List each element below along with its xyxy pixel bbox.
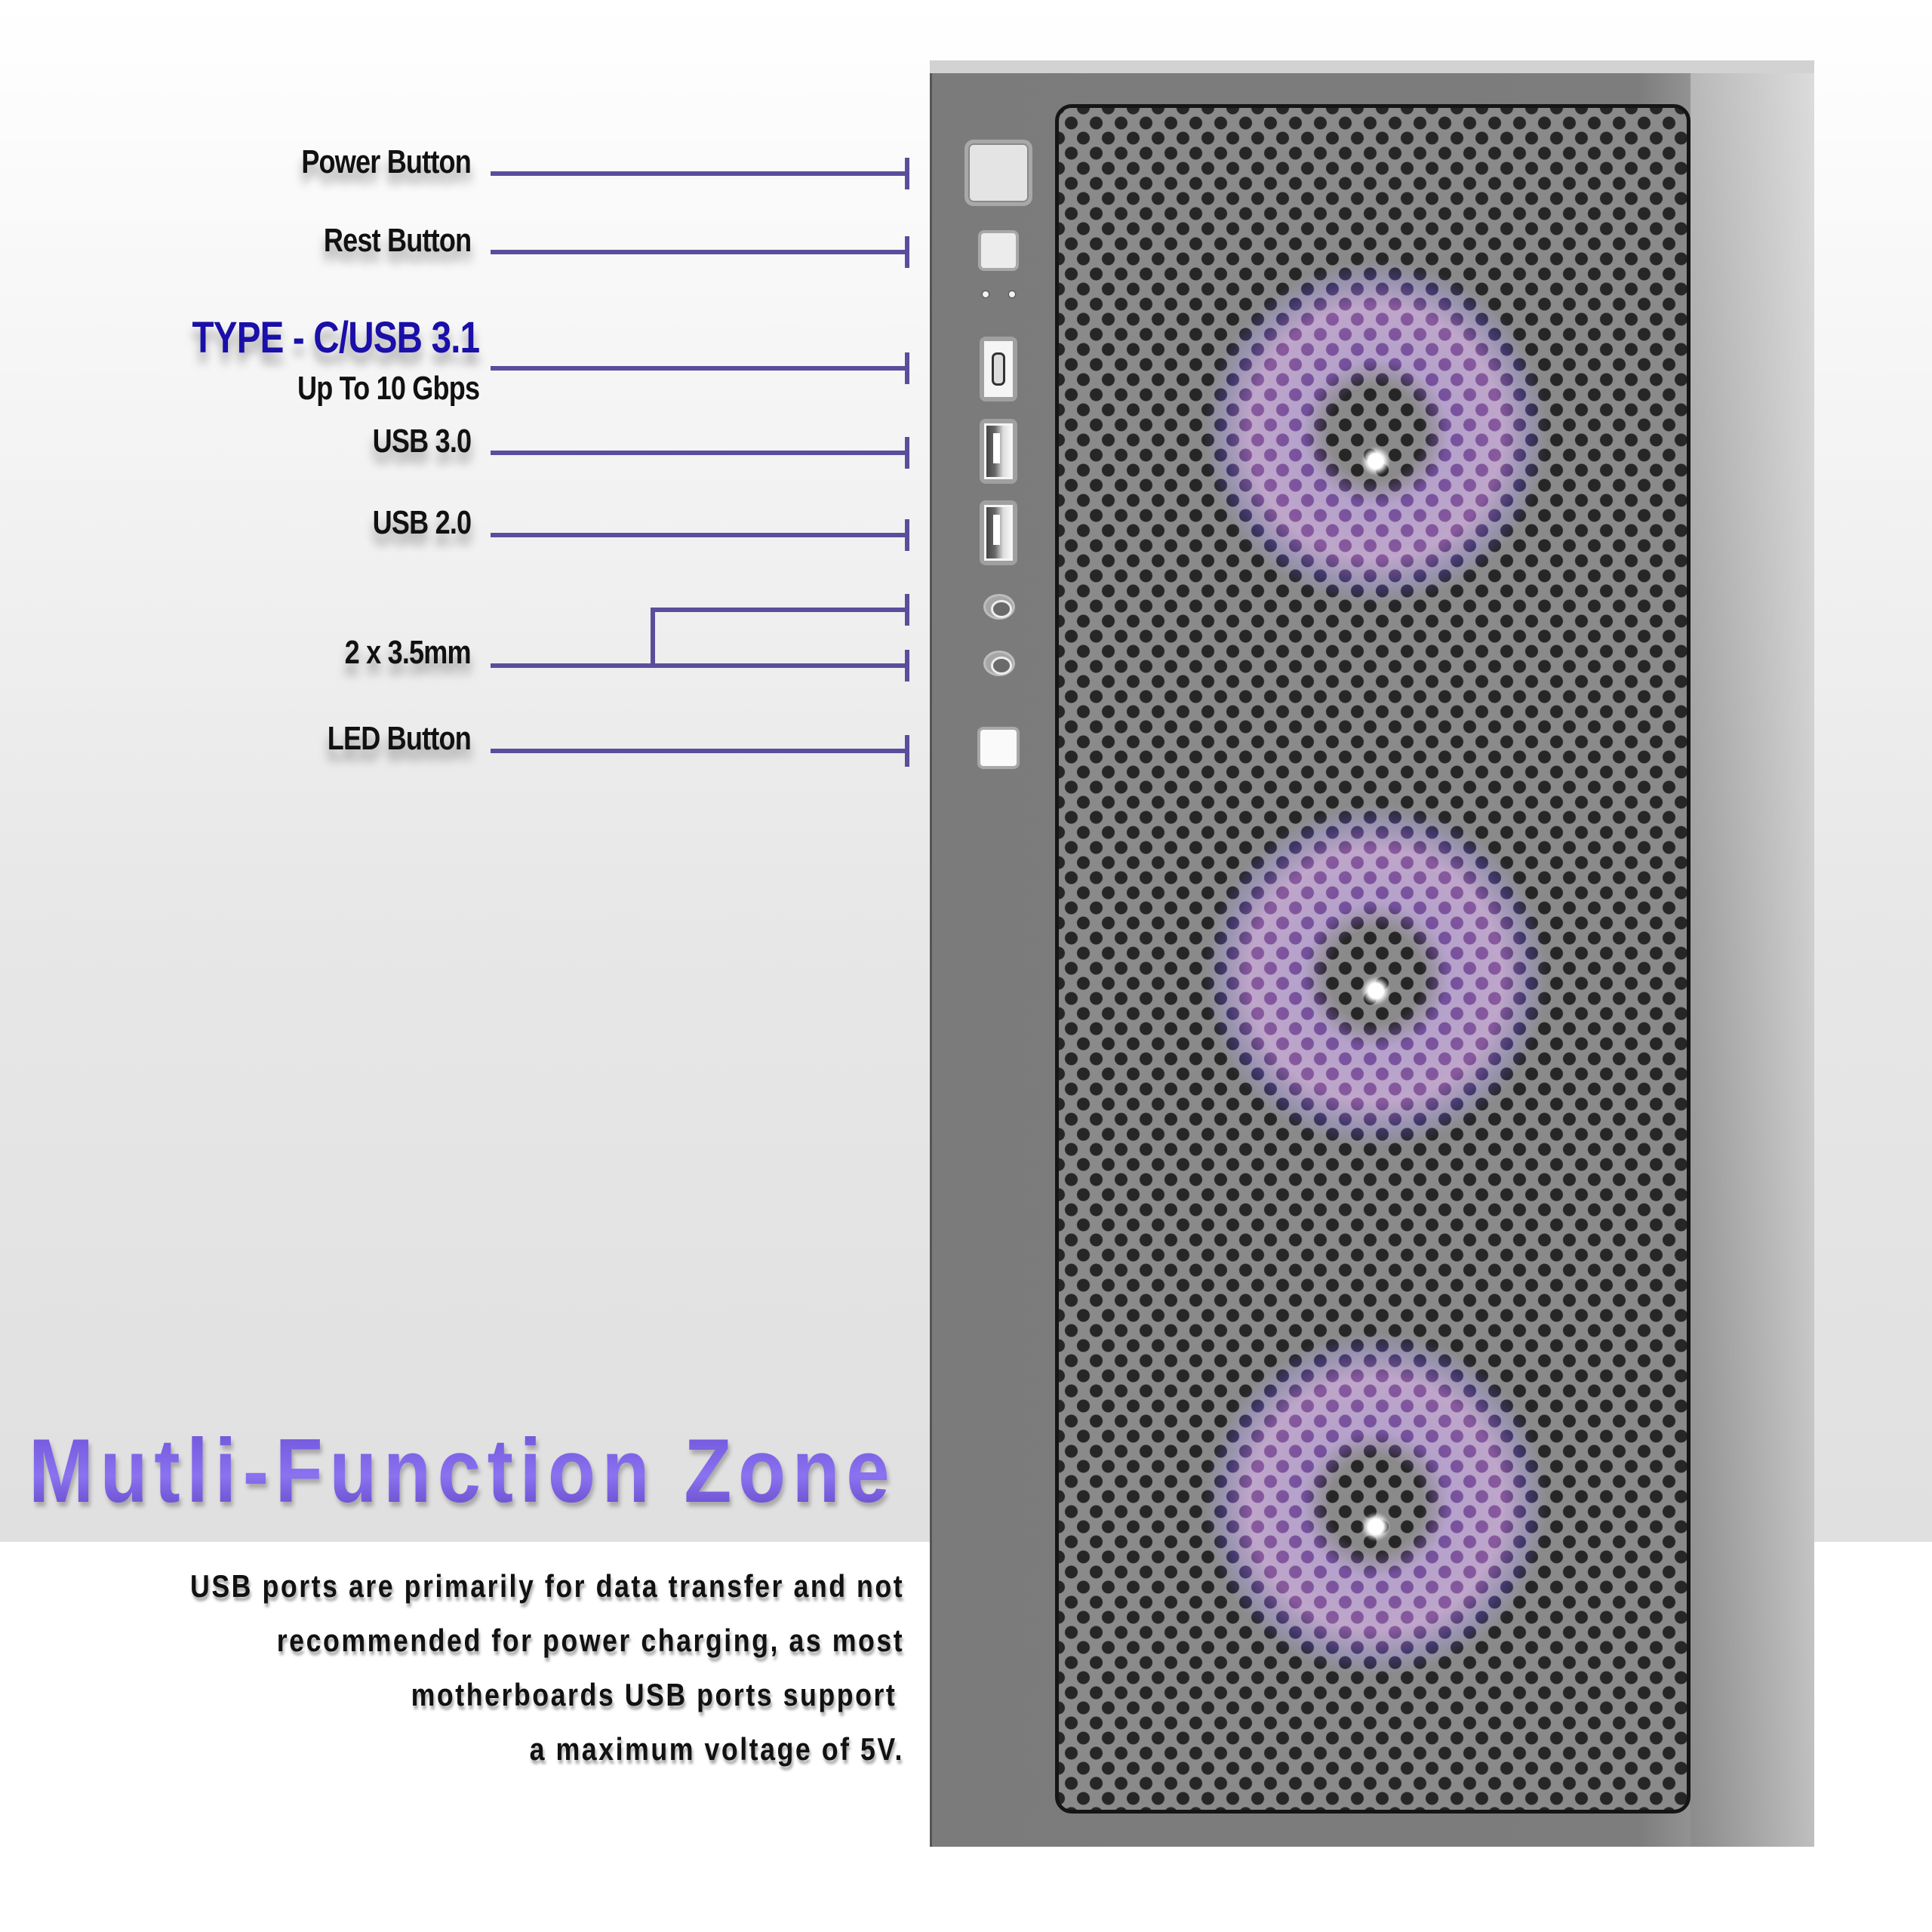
power-button[interactable] bbox=[964, 140, 1032, 206]
fan-3-rgb-glow bbox=[1142, 1270, 1610, 1738]
label-usb-30: USB 3.0 bbox=[372, 423, 471, 460]
case-side-highlight bbox=[1690, 73, 1814, 1847]
label-type-c-speed: Up To 10 Gbps bbox=[297, 370, 480, 407]
description-line-3: motherboards USB ports support bbox=[411, 1677, 897, 1712]
label-audio-jacks: 2 x 3.5mm bbox=[344, 634, 472, 671]
description-line-4: a maximum voltage of 5V. bbox=[529, 1731, 904, 1767]
fan-1-hub-icon bbox=[1361, 446, 1391, 476]
led-button[interactable] bbox=[977, 727, 1020, 769]
case-top-edge bbox=[930, 60, 1814, 74]
fan-3-hub-icon bbox=[1361, 1512, 1391, 1542]
hdd-led-icon bbox=[1009, 291, 1015, 297]
description-line-2: recommended for power charging, as most bbox=[276, 1623, 904, 1658]
usb-c-slot-icon bbox=[992, 352, 1005, 386]
usb-3-port[interactable] bbox=[980, 419, 1017, 484]
power-led-icon bbox=[983, 291, 989, 297]
reset-button[interactable] bbox=[978, 230, 1019, 271]
label-usb-20: USB 2.0 bbox=[372, 504, 471, 541]
page-title: Mutli-Function Zone bbox=[29, 1420, 897, 1521]
usb-type-c-port[interactable] bbox=[980, 337, 1017, 401]
label-type-c: TYPE - C/USB 3.1 bbox=[192, 313, 479, 362]
fan-1-rgb-glow bbox=[1142, 198, 1610, 666]
label-power-button: Power Button bbox=[301, 143, 471, 180]
description-line-1: USB ports are primarily for data transfe… bbox=[189, 1568, 904, 1604]
label-reset-button: Rest Button bbox=[323, 222, 472, 259]
audio-jack-microphone[interactable] bbox=[983, 651, 1015, 676]
usb-a-icon bbox=[992, 432, 1000, 464]
mesh-front-panel bbox=[1055, 104, 1690, 1814]
fan-2-hub-icon bbox=[1361, 976, 1391, 1006]
usb-2-port[interactable] bbox=[980, 500, 1017, 565]
usb-a-icon bbox=[992, 514, 1000, 546]
audio-jack-headphone[interactable] bbox=[983, 594, 1015, 620]
label-led-button: LED Button bbox=[327, 720, 472, 757]
